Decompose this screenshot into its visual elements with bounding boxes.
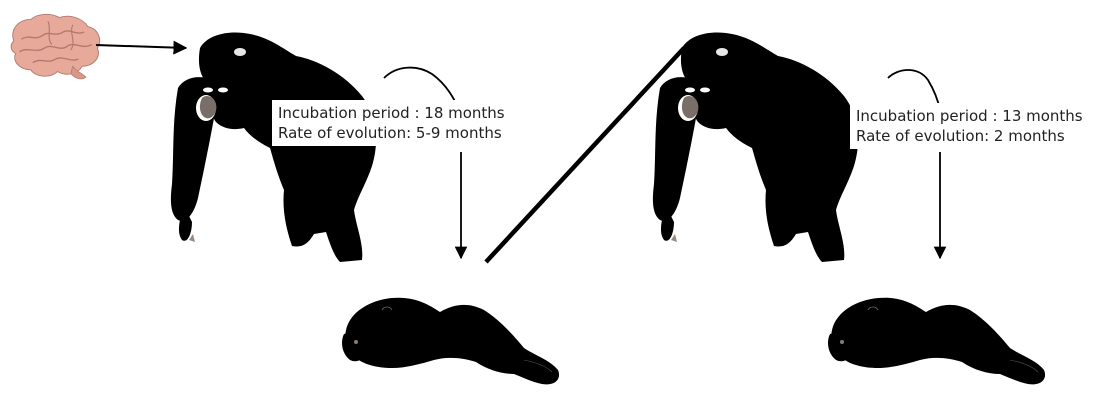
- incubation-period-2: Incubation period : 13 months: [856, 106, 1083, 126]
- inoculation-arrow: [96, 45, 186, 48]
- brain-icon: [11, 14, 100, 79]
- evolution-rate-1: Rate of evolution: 5-9 months: [278, 123, 505, 143]
- infected-primate-2: [653, 33, 858, 262]
- incubation-period-1: Incubation period : 18 months: [278, 103, 505, 123]
- passage-line: [486, 48, 684, 262]
- infected-primate-1: [171, 33, 376, 262]
- passage-1-caption: Incubation period : 18 months Rate of ev…: [272, 100, 511, 146]
- dead-primate-2: [828, 298, 1045, 385]
- dead-primate-1: [342, 298, 559, 385]
- passage-2-caption: Incubation period : 13 months Rate of ev…: [850, 103, 1089, 149]
- evolution-rate-2: Rate of evolution: 2 months: [856, 126, 1083, 146]
